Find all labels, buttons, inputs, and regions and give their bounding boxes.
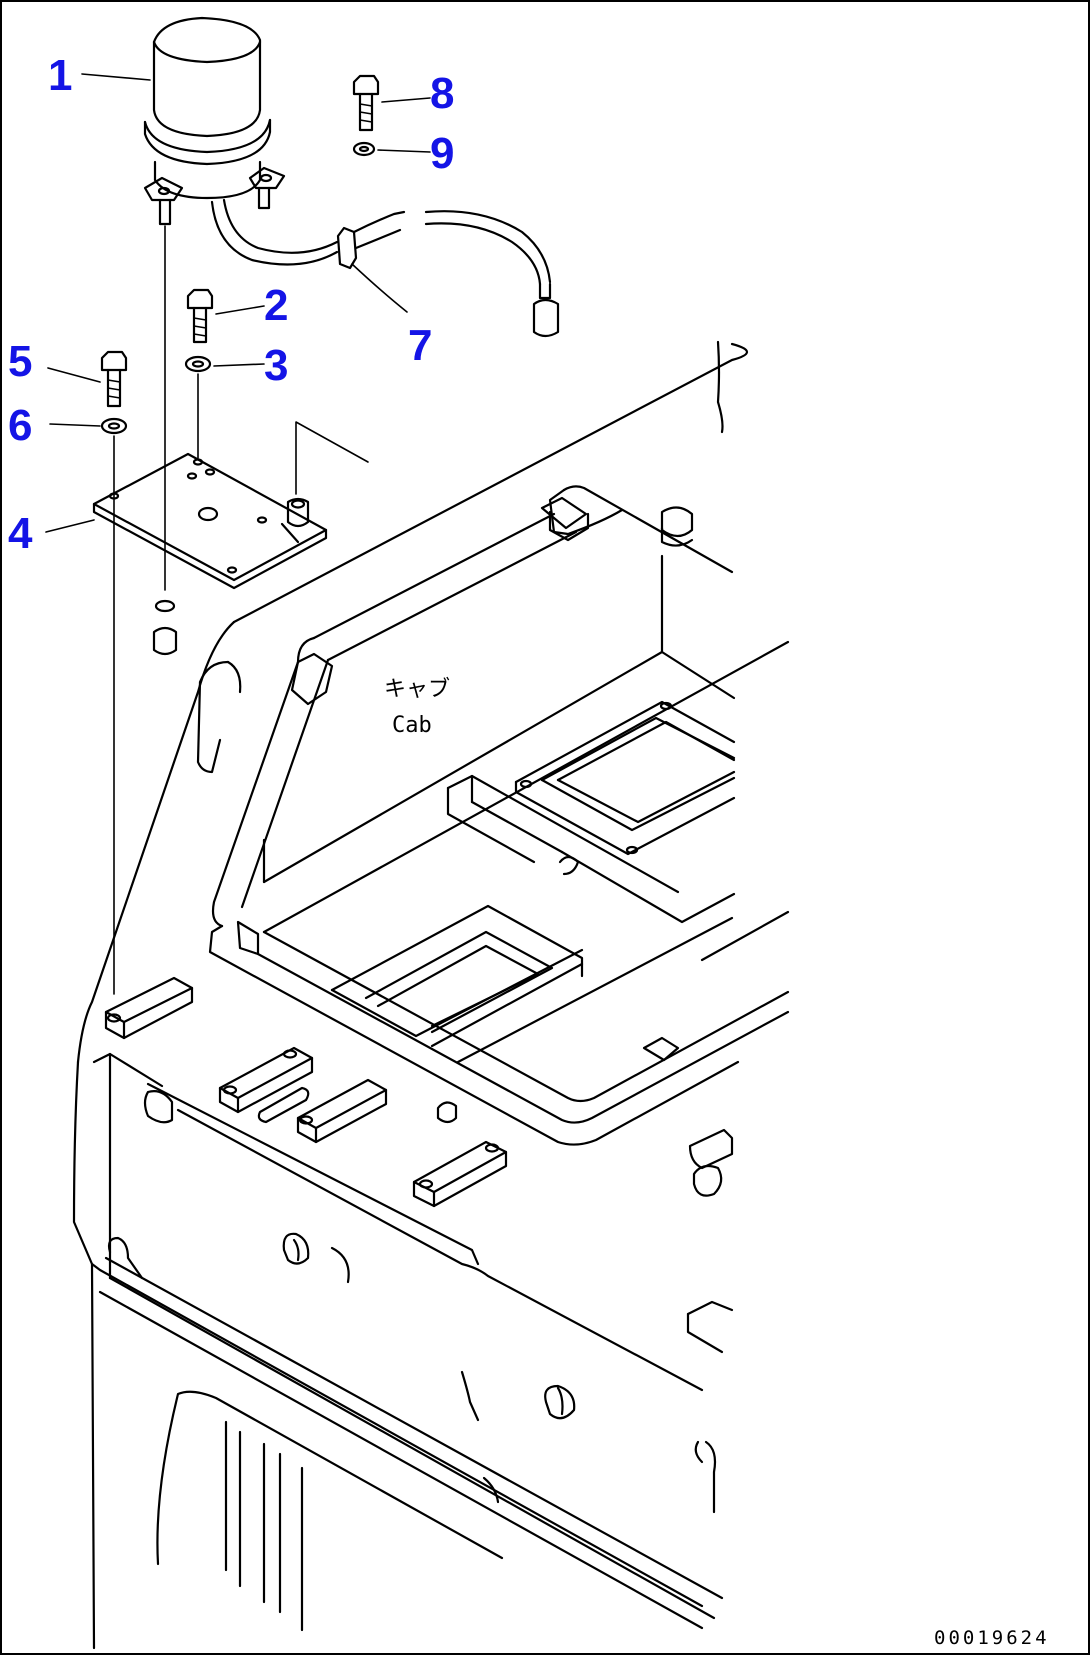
beacon-lamp: [143, 16, 286, 226]
callout-3: 3: [264, 341, 288, 390]
washer-3: [184, 355, 265, 459]
bolt-5: [47, 350, 128, 408]
cab-label-japanese: キャブ: [384, 677, 450, 702]
washer-9: [352, 141, 431, 157]
washer-6: [49, 417, 128, 493]
callout-1: 1: [48, 51, 72, 100]
callout-5: 5: [8, 337, 32, 386]
drawing-code: 00019624: [934, 1627, 1050, 1649]
bolt-8: [352, 74, 431, 132]
bolt-2: [186, 288, 265, 344]
bracket-plate: [45, 421, 369, 590]
callout-8: 8: [430, 69, 454, 118]
callout-7: 7: [408, 321, 432, 370]
cab-body: [72, 340, 790, 1650]
callout-4: 4: [8, 509, 33, 558]
cable-harness: [210, 198, 560, 338]
callout-leaders: [81, 73, 151, 81]
callout-2: 2: [264, 281, 288, 330]
callout-9: 9: [430, 129, 454, 178]
cab-label-english: Cab: [392, 713, 432, 738]
under-plate-hardware: [152, 599, 178, 656]
callout-6: 6: [8, 401, 32, 450]
